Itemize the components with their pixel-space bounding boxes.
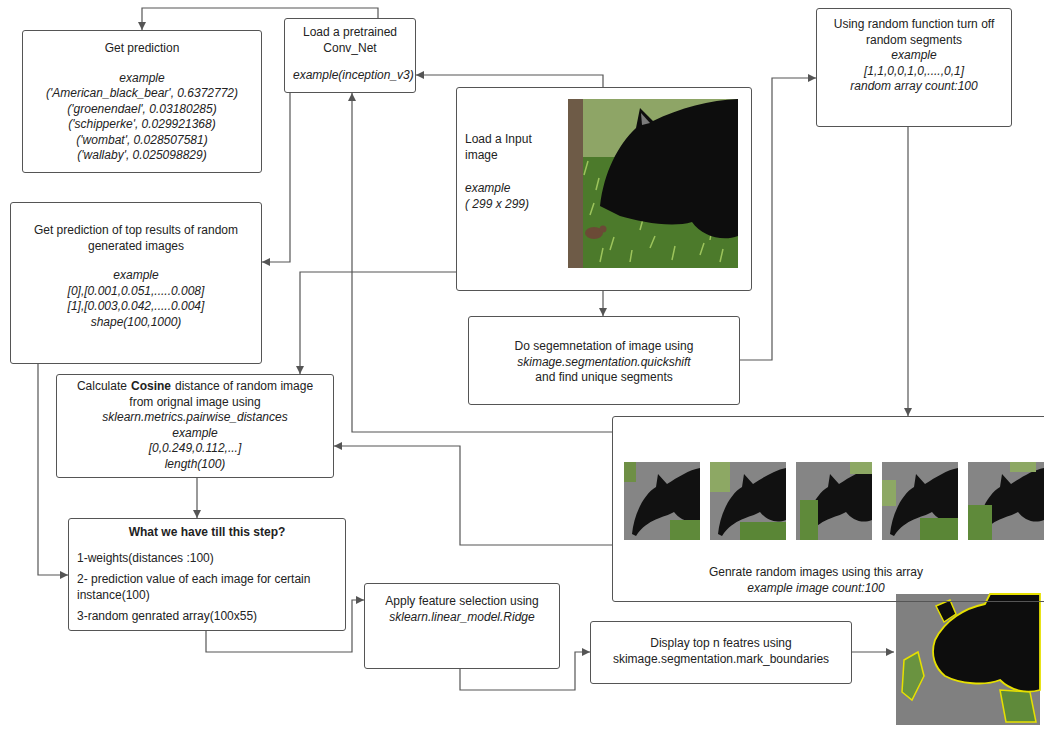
example-text: [1],[0.003,0.042,.....0.004] (19, 299, 253, 315)
grass-patch (882, 480, 896, 506)
box-label: 3-random genrated array(100x55) (77, 609, 337, 625)
example-text: skimage.segmentation.quickshift (477, 355, 731, 371)
box-label: Calculate (77, 379, 127, 393)
flow-arrow (196, 478, 197, 518)
bold-heading: Cosine (131, 379, 171, 393)
random-thumbnails (624, 462, 1044, 540)
example-text: [0],[0.001,0.051,.....0.008] (19, 284, 253, 300)
example-text: random array count:100 (825, 79, 1003, 95)
tree-trunk (568, 99, 583, 268)
flow-arrow (262, 93, 290, 262)
example-text: ( 299 x 299) (465, 197, 567, 213)
output-arrow (852, 651, 894, 652)
example-text: length(100) (65, 457, 325, 473)
top-feature (933, 594, 1040, 692)
box-label: 2- prediction value of each image for ce… (77, 572, 337, 603)
process-box: Load a pretrained Conv_Net example(incept… (284, 18, 416, 93)
process-box: CalculateCosinedistance of random image … (56, 374, 334, 478)
example-text: example (19, 268, 253, 284)
example-text: ('wombat', 0.028507581) (31, 133, 253, 149)
masked-ground (896, 594, 1040, 725)
example-text: sklearn.linear_model.Ridge (373, 610, 551, 626)
result-image (896, 594, 1040, 725)
example-text: ('groenendael', 0.03180285) (31, 102, 253, 118)
top-feature (1000, 690, 1036, 722)
process-box: What we have till this step? 1-weights(di… (68, 518, 346, 631)
box-label: Get prediction of top results of random … (19, 223, 253, 254)
box-label: Load a pretrained Conv_Net (293, 25, 407, 56)
box-label: Display top n featres using skimage.segm… (599, 636, 843, 667)
grass-patch (710, 462, 730, 492)
cat-ear (641, 113, 650, 125)
box-label: 1-weights(distances :100) (77, 551, 337, 567)
process-box: Get prediction example('American_black_be… (22, 30, 262, 173)
example-text: example (825, 48, 1003, 64)
example-text: ('wallaby', 0.025098829) (31, 148, 253, 164)
thumbnail (710, 462, 786, 540)
box-label: Do segemnetation of image using (477, 339, 731, 355)
box-label: Using random function turn off random se… (825, 17, 1003, 48)
flow-arrow (416, 75, 603, 87)
flow-arrow (334, 446, 612, 545)
box-label: Genrate random images using this array (621, 565, 1011, 581)
process-box: Display top n featres using skimage.segm… (590, 621, 852, 684)
input-photo (568, 99, 738, 268)
flow-arrow (602, 291, 603, 316)
example-text: [1,1,0,0,1,0,....,0,1] (825, 64, 1003, 80)
grass-patch (850, 462, 872, 474)
thumbnail (968, 462, 1044, 540)
top-feature (902, 652, 924, 700)
grass-patch (968, 505, 992, 540)
process-box: Apply feature selection usingsklearn.lin… (364, 583, 560, 669)
black-cat (600, 99, 738, 238)
process-box: Using random function turn off random se… (816, 8, 1012, 127)
flow-arrow (907, 127, 908, 416)
thumbnail (624, 462, 700, 540)
flow-arrow (300, 272, 456, 374)
thumbnail (796, 462, 872, 540)
box-label: and find unique segments (477, 370, 731, 386)
mouse-head (600, 226, 607, 233)
grass-patch (624, 462, 636, 482)
grass-ground (568, 99, 738, 268)
bold-heading: What we have till this step? (77, 525, 337, 541)
thumbnail (882, 462, 958, 540)
box-label: Get prediction (31, 41, 253, 57)
box-label: Load a Input image (465, 132, 567, 163)
example-text: [0,0.249,0.112,...] (65, 441, 325, 457)
grass-patch (1010, 462, 1036, 472)
example-text: shape(100,1000) (19, 315, 253, 331)
example-text: sklearn.metrics.pairwise_distances (65, 410, 325, 426)
grass-patch (740, 522, 786, 540)
process-box: Do segemnetation of image usingskimage.s… (468, 316, 740, 405)
process-box: Load a Input image example( 299 x 299) (456, 87, 752, 291)
example-text: example (65, 426, 325, 442)
top-feature (936, 600, 956, 622)
example-text: example (31, 71, 253, 87)
box-label: Apply feature selection using (373, 594, 551, 610)
process-box: Genrate random images using this arrayex… (612, 416, 1044, 602)
example-text: ('schipperke', 0.029921368) (31, 117, 253, 133)
process-box: Get prediction of top results of random … (10, 202, 262, 364)
example-text: example(inception_v3) (293, 68, 407, 84)
example-text: ('American_black_bear', 0.6372772) (31, 86, 253, 102)
example-text: example image count:100 (621, 581, 1011, 597)
grass-patch (800, 500, 818, 540)
grass-patch (920, 518, 958, 540)
grass-patch (670, 520, 700, 540)
example-text: example (465, 181, 567, 197)
